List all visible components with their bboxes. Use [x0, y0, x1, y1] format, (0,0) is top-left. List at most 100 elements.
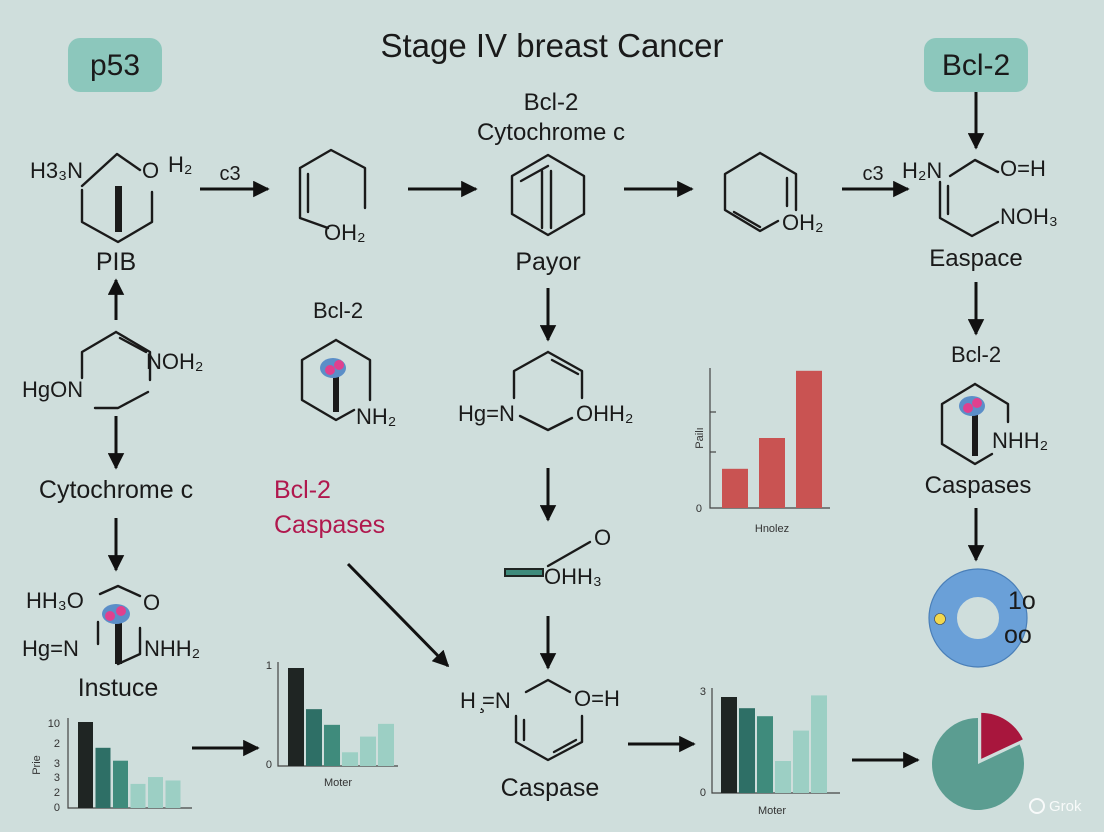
molecule-m10-sub: OHH₃ [544, 564, 602, 589]
molecule-m2: OH₂ [298, 148, 367, 245]
molecule-pib-sup: H₂ [168, 152, 192, 177]
molecule-m8-wedge [333, 366, 339, 412]
molecule-instuce: HH₃O O Hg=N NHH₂ Instuce [22, 584, 200, 702]
molecule-payor-top1: Bcl-2 [524, 89, 579, 116]
molecule-pib-label: PIB [96, 248, 136, 276]
molecule-m6-right: NOH₂ [146, 349, 203, 374]
molecule-pib-ring [80, 152, 154, 244]
chart-bar [95, 747, 111, 808]
molecule-caspase-right: O=H [574, 686, 620, 711]
chart-bar [148, 777, 163, 808]
molecule-instuce-label: Instuce [78, 674, 159, 702]
diagram-title: Stage IV breast Cancer [380, 27, 723, 64]
chart-bar [78, 722, 93, 808]
molecule-m10-bar-inner [506, 570, 542, 575]
chart-red-bars-xlabel: Hnolez [755, 523, 789, 535]
chart-red-bars-marks [722, 370, 822, 508]
arrow-caspases-to-m11 [346, 562, 450, 668]
molecule-m8-blob-pink1 [325, 365, 335, 375]
molecule-m6: HgON NOH₂ [22, 330, 203, 410]
chart-bar [759, 438, 785, 508]
watermark-icon [1029, 798, 1045, 814]
red-label-caspases: Caspases [274, 511, 385, 539]
badge-bcl2: Bcl-2 [924, 38, 1028, 92]
chart-prie-ytick-1: 2 [54, 738, 60, 750]
molecule-caspase-label: Caspase [501, 774, 600, 802]
chart-red-bars-ytick-0: 0 [696, 503, 702, 515]
chart-red-bars-ylabel: Pailı [694, 427, 706, 448]
watermark: Grok [1029, 798, 1082, 815]
chart-pie [932, 712, 1024, 811]
chart-moter-right: 3 0 Moter [700, 686, 840, 817]
molecule-payor-ring [510, 153, 586, 237]
molecule-instuce-br: NHH₂ [144, 636, 200, 661]
chart-bar [722, 468, 748, 508]
chart-bar [757, 716, 773, 793]
molecule-m4-sub: OH₂ [782, 210, 824, 235]
molecule-m10-top: O [594, 525, 611, 550]
chart-prie-ytick-4: 2 [54, 787, 60, 799]
molecule-m8-blob-pink2 [334, 360, 344, 370]
molecule-m12-blob-pink2 [972, 398, 982, 408]
badge-p53-bg [68, 38, 162, 92]
badge-bcl2-label: Bcl-2 [942, 49, 1010, 82]
molecule-m6-left: HgON [22, 377, 83, 402]
chart-bar [306, 709, 322, 766]
chart-moter-right-ytick-0: 3 [700, 686, 706, 698]
molecule-payor-label: Payor [515, 248, 580, 276]
donut-ring-outline [928, 568, 1028, 668]
molecule-m8: Bcl-2 NH₂ [300, 298, 396, 429]
pie-slice [981, 712, 1023, 759]
donut-line1: 1o [1008, 587, 1036, 615]
arrow-pib-to-m2-label: c3 [219, 163, 240, 185]
molecule-instuce-ring [96, 584, 142, 666]
molecule-m2-sub: OH₂ [324, 220, 366, 245]
chart-moter-left-ytick-1: 0 [266, 759, 272, 771]
chart-prie-ytick-0: 10 [48, 718, 60, 730]
molecule-caspase: H ̧=N O=H Caspase [460, 678, 620, 802]
chart-bar [165, 780, 181, 808]
chart-bar [378, 723, 394, 766]
badge-p53: p53 [68, 38, 162, 92]
molecule-m10-bond [546, 540, 592, 568]
molecule-instuce-wedge [115, 616, 122, 664]
molecule-easpace-right: O=H [1000, 156, 1046, 181]
molecule-payor-top2: Cytochrome c [477, 119, 625, 146]
chart-red-bars: 0 Pailı Hnolez [694, 368, 830, 535]
molecule-caspase-left: H ̧=N [460, 688, 511, 714]
donut-line2: oo [1004, 621, 1032, 649]
molecule-easpace-ring [938, 158, 1000, 238]
molecule-m6-ring [80, 330, 152, 410]
red-label-bcl2: Bcl-2 [274, 476, 331, 504]
molecule-m8-sub: NH₂ [356, 404, 396, 429]
molecule-m12-top: Bcl-2 [951, 342, 1001, 367]
molecule-instuce-bl: Hg=N [22, 636, 79, 661]
molecule-pib: H3₃N O H₂ PIB [30, 152, 192, 276]
chart-bar [288, 668, 304, 766]
chart-prie-ytick-2: 3 [54, 758, 60, 770]
molecule-m9-right: OHH₂ [576, 401, 633, 426]
badge-bcl2-bg [924, 38, 1028, 92]
chart-bar [775, 761, 791, 793]
chart-moter-left-ytick-0: 1 [266, 660, 272, 672]
chart-bar [793, 730, 809, 793]
chart-prie-ytick-5: 0 [54, 802, 60, 814]
molecule-easpace: H₂N O=H NOH₃ Easpace [902, 156, 1058, 272]
molecule-m8-ring [300, 338, 372, 422]
molecule-m8-top: Bcl-2 [313, 298, 363, 323]
chart-bar [721, 697, 737, 793]
watermark-text: Grok [1049, 798, 1082, 815]
molecule-pib-right: O [142, 158, 159, 183]
molecule-instuce-blob-pink1 [105, 611, 115, 621]
chart-bar [796, 370, 822, 508]
chart-moter-left-marks [288, 668, 394, 766]
donut-dot [934, 613, 946, 625]
molecule-instuce-tl: HH₃O [26, 588, 84, 613]
molecule-m12: Bcl-2 NHH₂ Caspases [925, 342, 1049, 499]
molecule-caspase-ring [514, 678, 584, 762]
chart-prie-marks [78, 722, 181, 808]
chart-moter-right-xlabel: Moter [758, 805, 786, 817]
molecule-pib-left: H3₃N [30, 158, 83, 183]
molecule-pib-wedge [115, 186, 122, 232]
